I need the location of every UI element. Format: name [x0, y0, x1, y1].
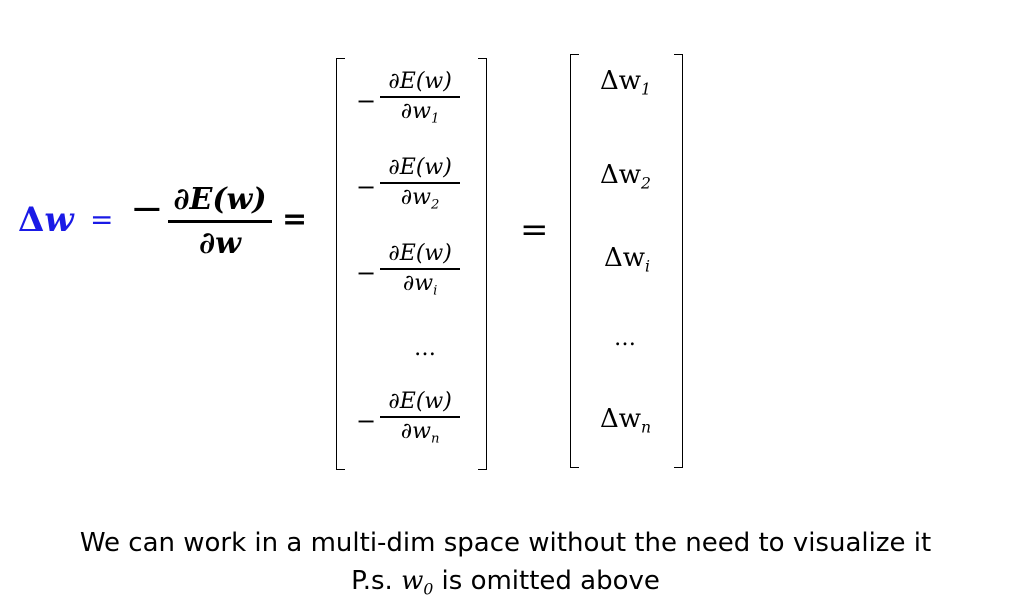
partial-denominator: ∂wi	[402, 270, 438, 299]
partial-denominator: ∂wn	[400, 418, 440, 447]
partial-numerator: ∂E(w)	[388, 69, 452, 94]
right-matrix-close-bracket	[674, 54, 683, 468]
caption-line-2: P.s. w0 is omitted above	[0, 566, 1011, 598]
partial-denominator: ∂w2	[400, 184, 440, 213]
lhs-equals-sign: =	[90, 203, 114, 236]
row-minus-sign: −	[356, 86, 377, 115]
gradient-vector-row: − ∂E(w) ∂w1	[356, 68, 461, 133]
caption-line-1: We can work in a multi-dim space without…	[79, 528, 932, 558]
partial-fraction: ∂E(w) ∂w2	[380, 154, 461, 219]
fraction-bar	[380, 416, 461, 418]
partial-numerator: ∂E(w)	[388, 155, 452, 180]
fraction-bar	[380, 182, 461, 184]
caption-omitted-note: is omitted above	[441, 566, 660, 596]
row-minus-sign: −	[356, 172, 377, 201]
partial-fraction: ∂E(w) ∂w1	[380, 68, 461, 133]
partial-fraction: ∂E(w) ∂wi	[380, 240, 461, 305]
gradient-vector-row: − ∂E(w) ∂wi	[356, 240, 461, 305]
delta-vector-entry: Δwn	[600, 404, 652, 437]
row-minus-sign: −	[356, 258, 377, 287]
partial-numerator: ∂E(w)	[388, 241, 452, 266]
w0-symbol: w0	[401, 566, 434, 599]
delta-vector-entry: Δw2	[600, 160, 651, 193]
vector-equals-sign: =	[520, 210, 549, 250]
gradient-vector-ellipsis: …	[414, 336, 437, 361]
w-variable: w	[44, 200, 74, 240]
partial-fraction: ∂E(w) ∂wn	[380, 388, 461, 453]
partial-numerator: ∂E(w)	[388, 389, 452, 414]
gradient-minus-sign: −	[130, 186, 164, 232]
row-minus-sign: −	[356, 406, 377, 435]
gradient-vector-row: − ∂E(w) ∂w2	[356, 154, 461, 219]
delta-vector-ellipsis: …	[614, 326, 637, 351]
gradient-numerator: ∂E(w)	[173, 182, 267, 217]
gradient-fraction-bar	[168, 220, 272, 223]
gradient-denominator: ∂w	[199, 226, 241, 261]
delta-glyph: Δ	[18, 200, 45, 240]
delta-vector-entry: Δw1	[600, 66, 651, 99]
delta-vector-entry: Δwi	[604, 243, 651, 276]
fraction-bar	[380, 96, 461, 98]
fraction-bar	[380, 268, 461, 270]
partial-denominator: ∂w1	[400, 98, 440, 127]
left-matrix-close-bracket	[478, 58, 487, 470]
caption-ps-prefix: P.s.	[351, 566, 393, 596]
gradient-vector-row: − ∂E(w) ∂wn	[356, 388, 461, 453]
gradient-equals-sign: =	[282, 202, 308, 237]
delta-w-symbol: Δw	[18, 200, 74, 240]
right-matrix-open-bracket	[570, 54, 579, 468]
gradient-fraction: ∂E(w) ∂w	[168, 182, 272, 261]
left-matrix-open-bracket	[336, 58, 345, 470]
